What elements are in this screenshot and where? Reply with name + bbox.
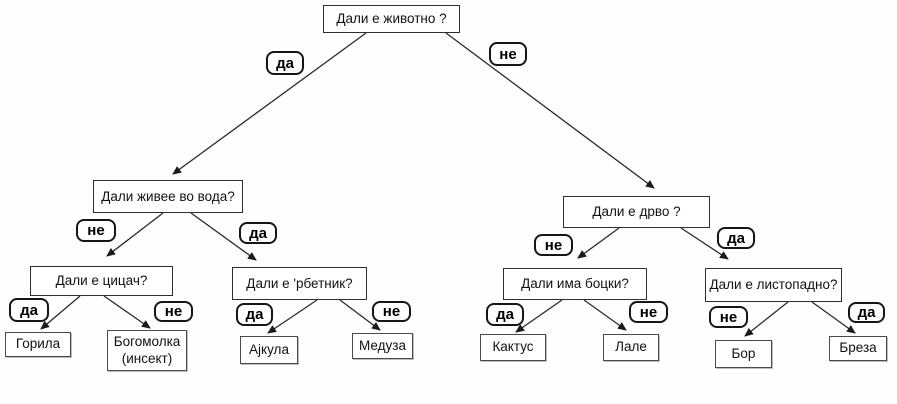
edge-label-deciduous-no: не (709, 306, 748, 328)
edge-label-water-yes: да (239, 222, 277, 244)
arrow-vert-no (339, 299, 381, 331)
edge-label-tree-yes: да (717, 227, 755, 249)
edge-label-mammal-yes: да (9, 298, 49, 322)
arrow-mammal-no (103, 295, 151, 329)
leaf-box-pine: Бор (715, 340, 772, 368)
arrow-root-yes (172, 32, 367, 175)
edge-label-deciduous-yes: да (848, 302, 885, 323)
edge-label-root-no: не (489, 42, 527, 66)
edge-label-root-yes: да (266, 51, 304, 75)
arrow-mammal-yes (40, 295, 81, 330)
leaf-box-mantis: Богомолка (инсект) (107, 330, 187, 371)
question-box-lives-in-water: Дали живее во вода? (93, 180, 243, 213)
leaf-box-birch: Бреза (829, 336, 887, 361)
question-box-has-thorns: Дали има боцки? (503, 268, 647, 300)
question-box-is-tree: Дали е дрво ? (563, 196, 710, 228)
arrow-water-yes (190, 212, 257, 261)
question-box-is-mammal: Дали е цицач? (30, 266, 173, 296)
question-box-is-vertebrate: Дали е 'рбетник? (232, 267, 367, 300)
question-box-is-deciduous: Дали е листопадно? (705, 268, 842, 302)
arrow-water-no (106, 212, 164, 257)
edge-label-thorns-yes: да (486, 303, 524, 326)
arrow-vert-yes (267, 299, 318, 334)
arrow-deciduous-no (744, 301, 789, 337)
arrow-deciduous-yes (811, 301, 856, 334)
leaf-box-cactus: Кактус (480, 334, 546, 361)
edge-label-vertebrate-no: не (372, 301, 411, 322)
edge-label-tree-no: не (534, 234, 573, 256)
leaf-box-jellyfish: Медуза (352, 333, 413, 359)
leaf-box-gorilla: Горила (5, 332, 71, 357)
question-box-root: Дали е животно ? (323, 5, 460, 33)
leaf-box-tulip: Лале (603, 334, 659, 361)
arrow-thorns-no (583, 299, 627, 331)
arrow-tree-no (577, 227, 620, 259)
leaf-box-shark: Ајкула (240, 336, 298, 364)
edge-label-thorns-no: не (629, 301, 668, 323)
edge-label-vertebrate-yes: да (236, 303, 273, 326)
arrow-root-no (445, 32, 655, 189)
arrow-tree-yes (680, 227, 729, 260)
edge-label-mammal-no: не (154, 301, 193, 322)
arrow-thorns-yes (515, 299, 563, 333)
edge-label-water-no: не (76, 219, 116, 242)
